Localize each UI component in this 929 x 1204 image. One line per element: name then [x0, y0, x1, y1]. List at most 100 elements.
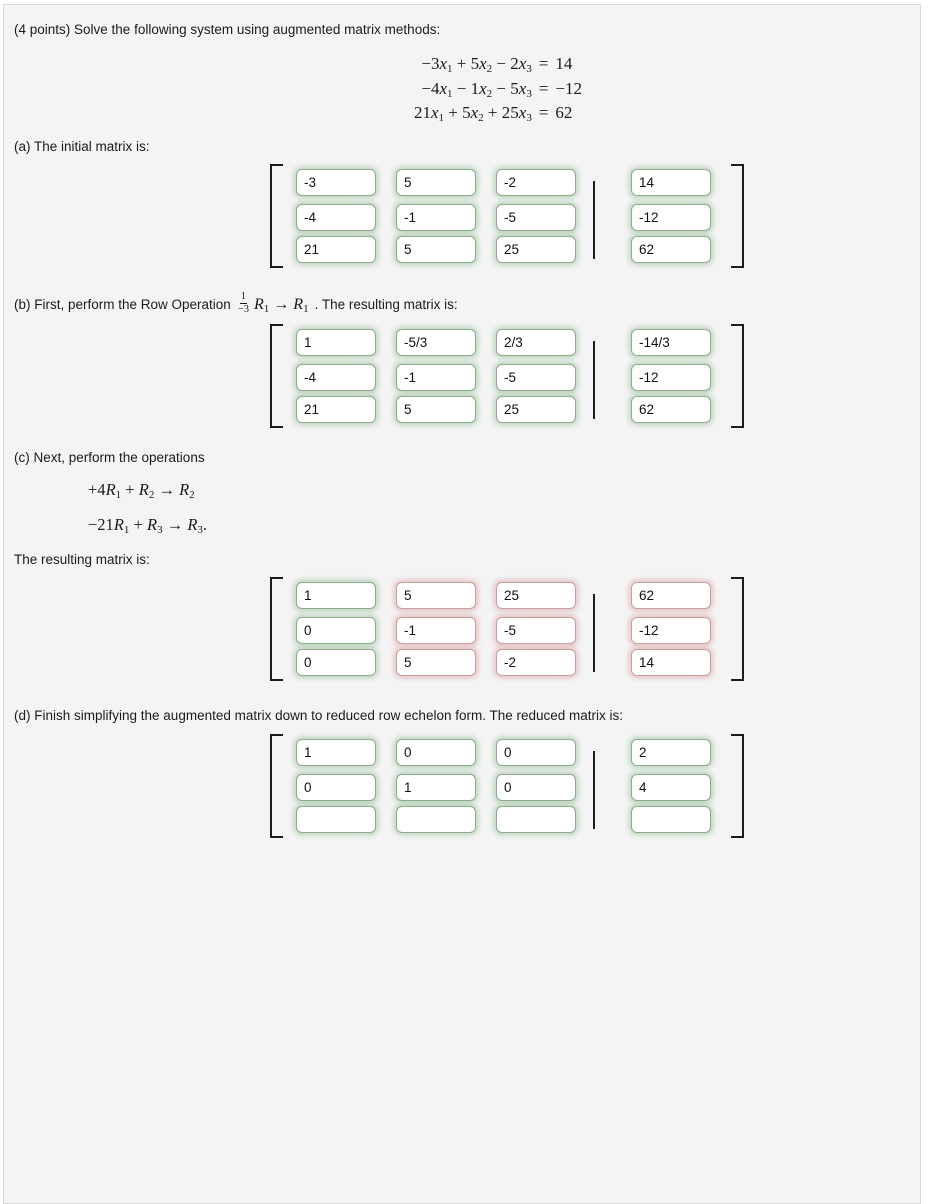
problem-header: (4 points) Solve the following system us… — [14, 22, 441, 37]
matrix-d-cell-r1c4[interactable] — [631, 738, 711, 766]
equation-2-lhs: −4x1 − 1x2 − 5x3 — [421, 78, 532, 100]
matrix-a-cell-r3c4[interactable] — [631, 235, 711, 263]
matrix-d-cell-r1c1[interactable] — [296, 738, 376, 766]
matrix-b-augmentation-line — [593, 340, 595, 419]
equation-1-rhs: 14 — [555, 54, 573, 73]
matrix-a-cell-r2c3[interactable] — [496, 203, 576, 231]
matrix-c-row-3 — [296, 648, 711, 676]
part-b-suffix: . The resulting matrix is: — [314, 296, 458, 312]
matrix-b-cell-r3c4[interactable] — [631, 395, 711, 423]
matrix-d-body — [283, 734, 731, 838]
matrix-d-row-2 — [296, 773, 711, 801]
matrix-b-row-3 — [296, 395, 711, 423]
matrix-c-cell-r1c2[interactable] — [396, 581, 476, 609]
matrix-a-augmentation-line — [593, 180, 595, 259]
part-a-label: (a) The initial matrix is: — [14, 138, 150, 154]
matrix-c-cell-r2c4[interactable] — [631, 616, 711, 644]
matrix-b — [270, 323, 744, 428]
matrix-b-body — [283, 324, 731, 428]
matrix-c-cell-r2c2[interactable] — [396, 616, 476, 644]
matrix-b-cell-r1c1[interactable] — [296, 328, 376, 356]
matrix-d-cell-r1c2[interactable] — [396, 738, 476, 766]
matrix-d-cell-r3c2[interactable] — [396, 805, 476, 833]
part-c-result-label: The resulting matrix is: — [14, 551, 150, 567]
equation-3-rhs: 62 — [555, 103, 573, 122]
matrix-d-cell-r2c1[interactable] — [296, 773, 376, 801]
matrix-b-row-2 — [296, 363, 711, 391]
matrix-c-cell-r1c4[interactable] — [631, 581, 711, 609]
matrix-d-cell-r2c3[interactable] — [496, 773, 576, 801]
matrix-c-cell-r3c4[interactable] — [631, 648, 711, 676]
fraction-denominator: −3 — [237, 303, 249, 315]
matrix-c-cell-r3c3[interactable] — [496, 648, 576, 676]
matrix-c-cell-r2c1[interactable] — [296, 616, 376, 644]
matrix-b-cell-r3c1[interactable] — [296, 395, 376, 423]
matrix-d-cell-r2c2[interactable] — [396, 773, 476, 801]
matrix-a-row-1 — [296, 168, 711, 196]
matrix-c-cell-r3c1[interactable] — [296, 648, 376, 676]
matrix-d-augmentation-line — [593, 750, 595, 829]
fraction: 1 −3 — [238, 291, 249, 316]
equation-1-lhs: −3x1 + 5x2 − 2x3 — [421, 54, 532, 75]
equals-sign: = — [538, 103, 549, 122]
matrix-b-cell-r2c1[interactable] — [296, 363, 376, 391]
matrix-c — [270, 576, 744, 681]
row-operation-1: +4R1 + R2 → R2 — [88, 479, 195, 501]
part-d-label: (d) Finish simplifying the augmented mat… — [14, 707, 624, 723]
matrix-c-cell-r2c3[interactable] — [496, 616, 576, 644]
matrix-d-left-bracket — [270, 733, 283, 838]
matrix-c-cell-r1c1[interactable] — [296, 581, 376, 609]
system-equations: −3x1 + 5x2 − 2x3 = 14 −4x1 − 1x2 − 5x3 =… — [414, 52, 582, 126]
part-b-label: (b) First, perform the Row Operation 1 −… — [14, 291, 910, 317]
matrix-b-cell-r2c4[interactable] — [631, 363, 711, 391]
matrix-a-right-bracket — [731, 163, 744, 268]
matrix-a-row-2 — [296, 203, 711, 231]
matrix-d-cell-r3c4[interactable] — [631, 805, 711, 833]
matrix-d-right-bracket — [731, 733, 744, 838]
part-b-row-operation: R1 → R1 — [254, 295, 309, 315]
part-c-label: (c) Next, perform the operations — [14, 449, 205, 465]
matrix-a-cell-r1c1[interactable] — [296, 168, 376, 196]
matrix-a-cell-r1c4[interactable] — [631, 168, 711, 196]
matrix-b-cell-r1c4[interactable] — [631, 328, 711, 356]
matrix-a-row-3 — [296, 235, 711, 263]
matrix-b-cell-r3c3[interactable] — [496, 395, 576, 423]
matrix-a-cell-r2c1[interactable] — [296, 203, 376, 231]
matrix-a-cell-r2c4[interactable] — [631, 203, 711, 231]
matrix-c-cell-r3c2[interactable] — [396, 648, 476, 676]
matrix-b-cell-r1c3[interactable] — [496, 328, 576, 356]
equation-3-lhs: 21x1 + 5x2 + 25x3 — [413, 103, 532, 124]
equals-sign: = — [538, 54, 549, 73]
matrix-a-cell-r1c3[interactable] — [496, 168, 576, 196]
matrix-c-augmentation-line — [593, 593, 595, 672]
matrix-c-cell-r1c3[interactable] — [496, 581, 576, 609]
matrix-b-left-bracket — [270, 323, 283, 428]
matrix-d-cell-r2c4[interactable] — [631, 773, 711, 801]
matrix-b-right-bracket — [731, 323, 744, 428]
matrix-a-body — [283, 164, 731, 268]
matrix-b-cell-r2c2[interactable] — [396, 363, 476, 391]
matrix-b-cell-r1c2[interactable] — [396, 328, 476, 356]
matrix-d — [270, 733, 744, 838]
matrix-d-cell-r1c3[interactable] — [496, 738, 576, 766]
matrix-b-row-1 — [296, 328, 711, 356]
equation-2: −4x1 − 1x2 − 5x3 = −12 — [414, 77, 582, 102]
matrix-c-row-1 — [296, 581, 711, 609]
equals-sign: = — [538, 78, 549, 98]
matrix-a-cell-r3c3[interactable] — [496, 235, 576, 263]
matrix-a-cell-r2c2[interactable] — [396, 203, 476, 231]
matrix-a-cell-r1c2[interactable] — [396, 168, 476, 196]
fraction-numerator: 1 — [239, 291, 248, 304]
matrix-a — [270, 163, 744, 268]
matrix-a-cell-r3c1[interactable] — [296, 235, 376, 263]
matrix-d-cell-r3c3[interactable] — [496, 805, 576, 833]
matrix-c-body — [283, 577, 731, 681]
part-b-prefix: (b) First, perform the Row Operation — [14, 296, 231, 312]
matrix-d-cell-r3c1[interactable] — [296, 805, 376, 833]
matrix-b-cell-r2c3[interactable] — [496, 363, 576, 391]
matrix-c-row-2 — [296, 616, 711, 644]
matrix-a-left-bracket — [270, 163, 283, 268]
matrix-a-cell-r3c2[interactable] — [396, 235, 476, 263]
matrix-b-cell-r3c2[interactable] — [396, 395, 476, 423]
equation-2-rhs: −12 — [555, 78, 582, 98]
